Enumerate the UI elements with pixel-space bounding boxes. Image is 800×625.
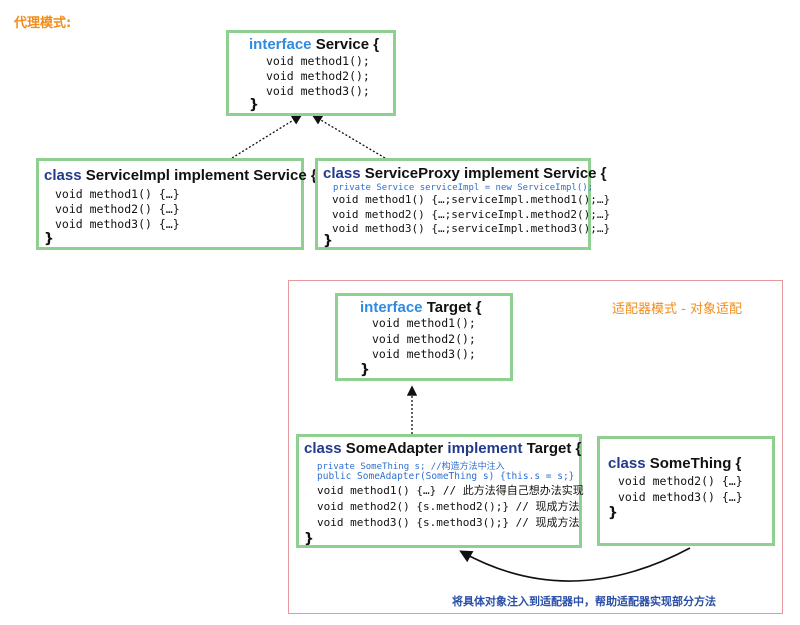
method-line: void method2() {s.method2();} // 现成方法 [317,500,580,513]
method-line: void method2(); [372,331,476,346]
close-brace: } [44,231,54,247]
method-line: void method2() {…} [55,202,180,216]
method-line: void method3() {…} [55,217,180,231]
target-name: Target { [426,299,482,316]
service-proxy-name: ServiceProxy implement Service { [364,165,607,182]
method-line: void method2() {…;serviceImpl.method2();… [332,207,611,221]
close-brace: } [608,505,618,521]
method-line: void method3() {…;serviceImpl.method3();… [332,222,611,235]
class-keyword: class [44,167,82,184]
adapter-caption: 将具体对象注入到适配器中，帮助适配器实现部分方法 [452,595,716,608]
some-thing-name: SomeThing { [649,455,742,472]
service-impl-header: class ServiceImpl implement Service { [44,167,317,184]
method-line: void method1() {…;serviceImpl.method1();… [332,193,611,206]
implement-keyword: implement [447,440,523,457]
method-line: void method1() {…} // 此方法得自己想办法实现 [317,484,584,497]
adapter-field-line: private SomeThing s; //构造方法中注入 [317,462,505,472]
adapter-pattern-frame [288,280,783,614]
close-brace: } [323,233,333,249]
some-adapter-box: class SomeAdapter implement Target { pri… [296,434,584,548]
proxy-to-service-arrow [311,114,386,159]
interface-keyword: interface [360,299,423,316]
proxy-field-line: private Service serviceImpl = new Servic… [333,183,594,193]
method-line: void method2(); [266,69,370,83]
class-keyword: class [608,455,646,472]
close-brace: } [249,97,259,113]
adapter-pattern-title: 适配器模式 - 对象适配 [612,302,742,317]
some-adapter-name: SomeAdapter [345,440,444,457]
some-adapter-header: class SomeAdapter implement Target { [304,440,581,457]
service-proxy-box: class ServiceProxy implement Service { p… [315,158,610,250]
something-to-adapter-arrow [459,547,691,582]
target-interface-box: interface Target { void method1(); void … [335,293,513,381]
service-name: Service { [315,36,380,53]
method-line: void method3(); [372,347,476,361]
target-header: interface Target { [360,299,481,316]
adapter-constructor-line: public SomeAdapter(SomeThing s) {this.s … [317,471,575,482]
method-line: void method1() {…} [55,187,180,201]
impl-to-service-arrow [231,114,303,159]
method-line: void method3() {s.method3();} // 现成方法 [317,516,580,529]
service-interface-box: interface Service { void method1(); void… [226,30,396,116]
method-line: void method3(); [266,84,370,98]
some-thing-header: class SomeThing { [608,455,741,472]
method-line: void method3() {…} [618,490,743,504]
close-brace: } [360,362,370,378]
interface-keyword: interface [249,36,312,53]
service-impl-name: ServiceImpl implement Service { [85,167,317,184]
close-brace: } [304,531,314,547]
service-proxy-header: class ServiceProxy implement Service { [323,165,607,182]
service-impl-box: class ServiceImpl implement Service { vo… [36,158,317,250]
target-ref: Target { [526,440,582,457]
some-thing-box: class SomeThing { void method2() {…} voi… [597,436,775,546]
method-line: void method1(); [372,316,476,330]
class-keyword: class [304,440,342,457]
proxy-pattern-title: 代理模式: [14,16,72,31]
method-line: void method1(); [266,54,370,68]
method-line: void method2() {…} [618,474,743,488]
class-keyword: class [323,165,361,182]
service-header: interface Service { [249,36,379,53]
